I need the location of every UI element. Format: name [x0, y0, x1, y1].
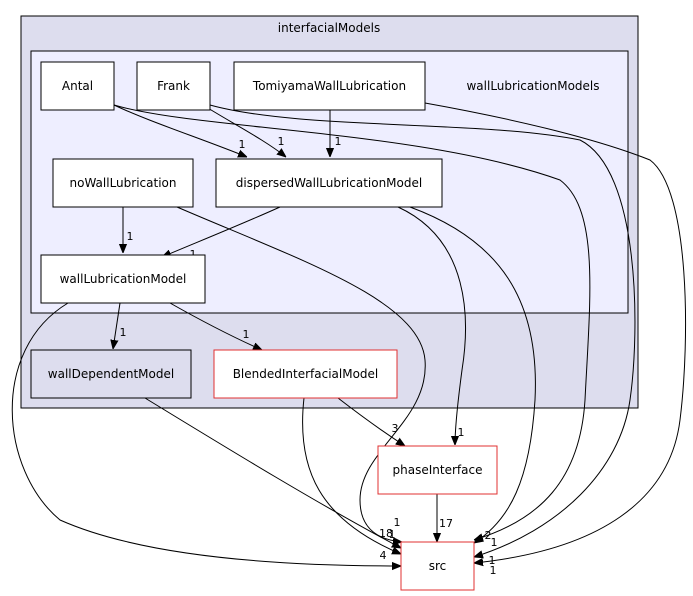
node-antal[interactable]: Antal [40, 61, 115, 111]
edge-wallLub-wallDep[interactable] [113, 302, 121, 349]
edge-wallLub-src[interactable] [11, 302, 401, 566]
node-tomiyama[interactable]: TomiyamaWallLubrication [233, 61, 426, 111]
edge-blended-src[interactable] [302, 397, 401, 554]
edge-frank-src[interactable] [209, 104, 636, 557]
node-dispersedWallLubricationModel-label: dispersedWallLubricationModel [236, 176, 422, 190]
edge-label-frank-dispersed: 1 [278, 135, 285, 148]
edge-label-blended-phase: 3 [392, 422, 399, 435]
node-dispersedWallLubricationModel[interactable]: dispersedWallLubricationModel [215, 158, 443, 208]
edge-label-antal-dispersed: 1 [239, 138, 246, 151]
edge-antal-src[interactable] [113, 104, 591, 540]
node-phaseInterface-label: phaseInterface [393, 463, 483, 477]
node-phaseInterface[interactable]: phaseInterface [377, 445, 498, 495]
edge-frank-dispersed[interactable] [202, 104, 286, 157]
node-tomiyama-label: TomiyamaWallLubrication [252, 79, 406, 93]
edge-labels: 1 1 1 1 1 1 1 3 1 17 4 1 18 1 2 1 1 1 [120, 135, 498, 577]
edge-dispersed-src[interactable] [409, 206, 536, 543]
node-frank-label: Frank [157, 79, 190, 93]
edge-label-dispersed-phase: 1 [458, 426, 465, 439]
edge-label-dispersed-src: 2 [485, 529, 492, 542]
edge-label-antal-src: 1 [491, 536, 498, 549]
node-src-label: src [429, 559, 447, 573]
node-src[interactable]: src [400, 541, 475, 591]
cluster-wallLubricationModels-label: wallLubricationModels [466, 79, 599, 93]
node-noWallLubrication-label: noWallLubrication [70, 176, 177, 190]
edge-label-tomiyama-src: 1 [490, 564, 497, 577]
edge-label-wallLub-blended: 1 [243, 328, 250, 341]
edge-label-wallLub-src: 4 [380, 549, 387, 562]
edge-label-noWall-src: 1 [389, 528, 396, 541]
edge-wallLub-blended[interactable] [169, 302, 262, 350]
cluster-interfacialModels-label: interfacialModels [278, 21, 380, 35]
edges [11, 102, 687, 566]
node-antal-label: Antal [62, 79, 93, 93]
node-wallLubricationModel[interactable]: wallLubricationModel [40, 254, 206, 304]
edge-noWall-src[interactable] [176, 206, 426, 542]
edge-label-phase-src: 17 [439, 517, 453, 530]
node-BlendedInterfacialModel-label: BlendedInterfacialModel [233, 367, 379, 381]
edge-tomiyama-src[interactable] [424, 102, 687, 563]
edge-label-tomiyama-dispersed: 1 [335, 135, 342, 148]
node-wallLubricationModel-label: wallLubricationModel [60, 272, 187, 286]
node-noWallLubrication[interactable]: noWallLubrication [52, 158, 194, 208]
edge-label-wallLub-wallDep: 1 [120, 326, 127, 339]
edge-dispersed-wallLub[interactable] [162, 206, 281, 257]
edge-label-wallDep-src: 1 [394, 516, 401, 529]
node-wallDependentModel-label: wallDependentModel [48, 367, 174, 381]
node-frank[interactable]: Frank [136, 61, 211, 111]
edge-wallDep-src[interactable] [144, 397, 401, 548]
node-BlendedInterfacialModel[interactable]: BlendedInterfacialModel [213, 349, 398, 399]
edge-blended-phase[interactable] [337, 397, 405, 446]
edge-antal-dispersed[interactable] [113, 104, 247, 158]
edge-label-frank-src: 1 [489, 554, 496, 567]
edge-label-noWall-wallLub: 1 [127, 230, 134, 243]
edge-dispersed-phase[interactable] [397, 206, 466, 445]
node-wallDependentModel[interactable]: wallDependentModel [30, 349, 192, 399]
edge-label-blended-src: 18 [379, 527, 393, 540]
